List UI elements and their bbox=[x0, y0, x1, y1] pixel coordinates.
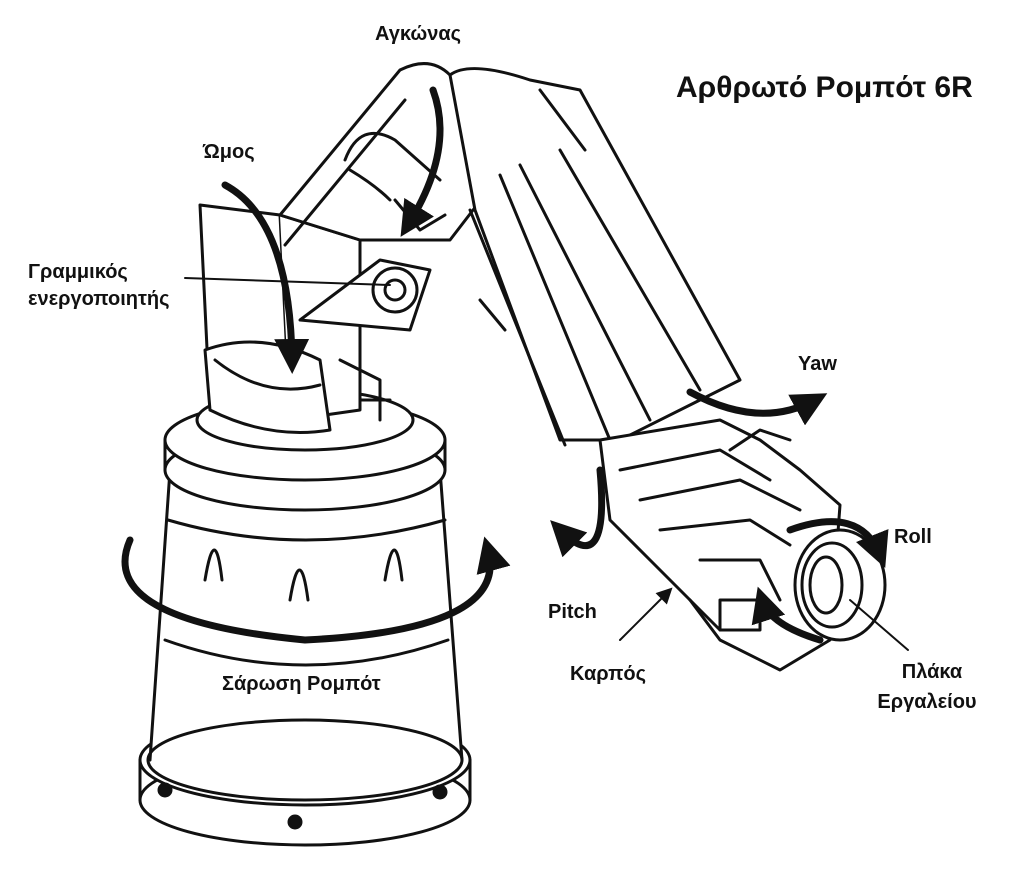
leader-lines bbox=[184, 277, 909, 651]
roll-arrow-bottom bbox=[751, 586, 824, 644]
wrist-leader bbox=[619, 587, 673, 641]
base-sweep-label: Σάρωση Ρομπότ bbox=[222, 673, 381, 695]
diagram-title: Αρθρωτό Ρομπότ 6R bbox=[676, 71, 973, 104]
pitch-label: Pitch bbox=[548, 601, 597, 623]
yaw-arrow bbox=[686, 388, 828, 426]
shoulder-label: Ώμος bbox=[203, 141, 255, 163]
tool-plate-label-line1: Πλάκα bbox=[901, 661, 963, 683]
roll-arrow-top bbox=[786, 518, 889, 568]
shoulder-arrow bbox=[221, 181, 310, 374]
shoulder-housing bbox=[198, 203, 432, 434]
actuator-label-line1: Γραμμικός bbox=[28, 261, 128, 283]
forearm bbox=[448, 67, 742, 447]
tool-plate bbox=[793, 528, 887, 642]
actuator-leader bbox=[184, 277, 391, 286]
elbow-label: Αγκώνας bbox=[375, 23, 462, 45]
base-sweep-arrow bbox=[121, 536, 511, 644]
actuator-label-line2: ενεργοποιητής bbox=[28, 288, 170, 310]
motion-arrows bbox=[121, 86, 889, 644]
elbow-arrow bbox=[400, 86, 444, 237]
tool-plate-label-line2: Εργαλείου bbox=[877, 691, 977, 713]
tool-plate-leader bbox=[849, 599, 909, 651]
roll-label: Roll bbox=[894, 526, 932, 548]
wrist-label: Καρπός bbox=[570, 663, 647, 685]
pitch-arrow bbox=[550, 466, 606, 558]
yaw-label: Yaw bbox=[798, 353, 837, 375]
